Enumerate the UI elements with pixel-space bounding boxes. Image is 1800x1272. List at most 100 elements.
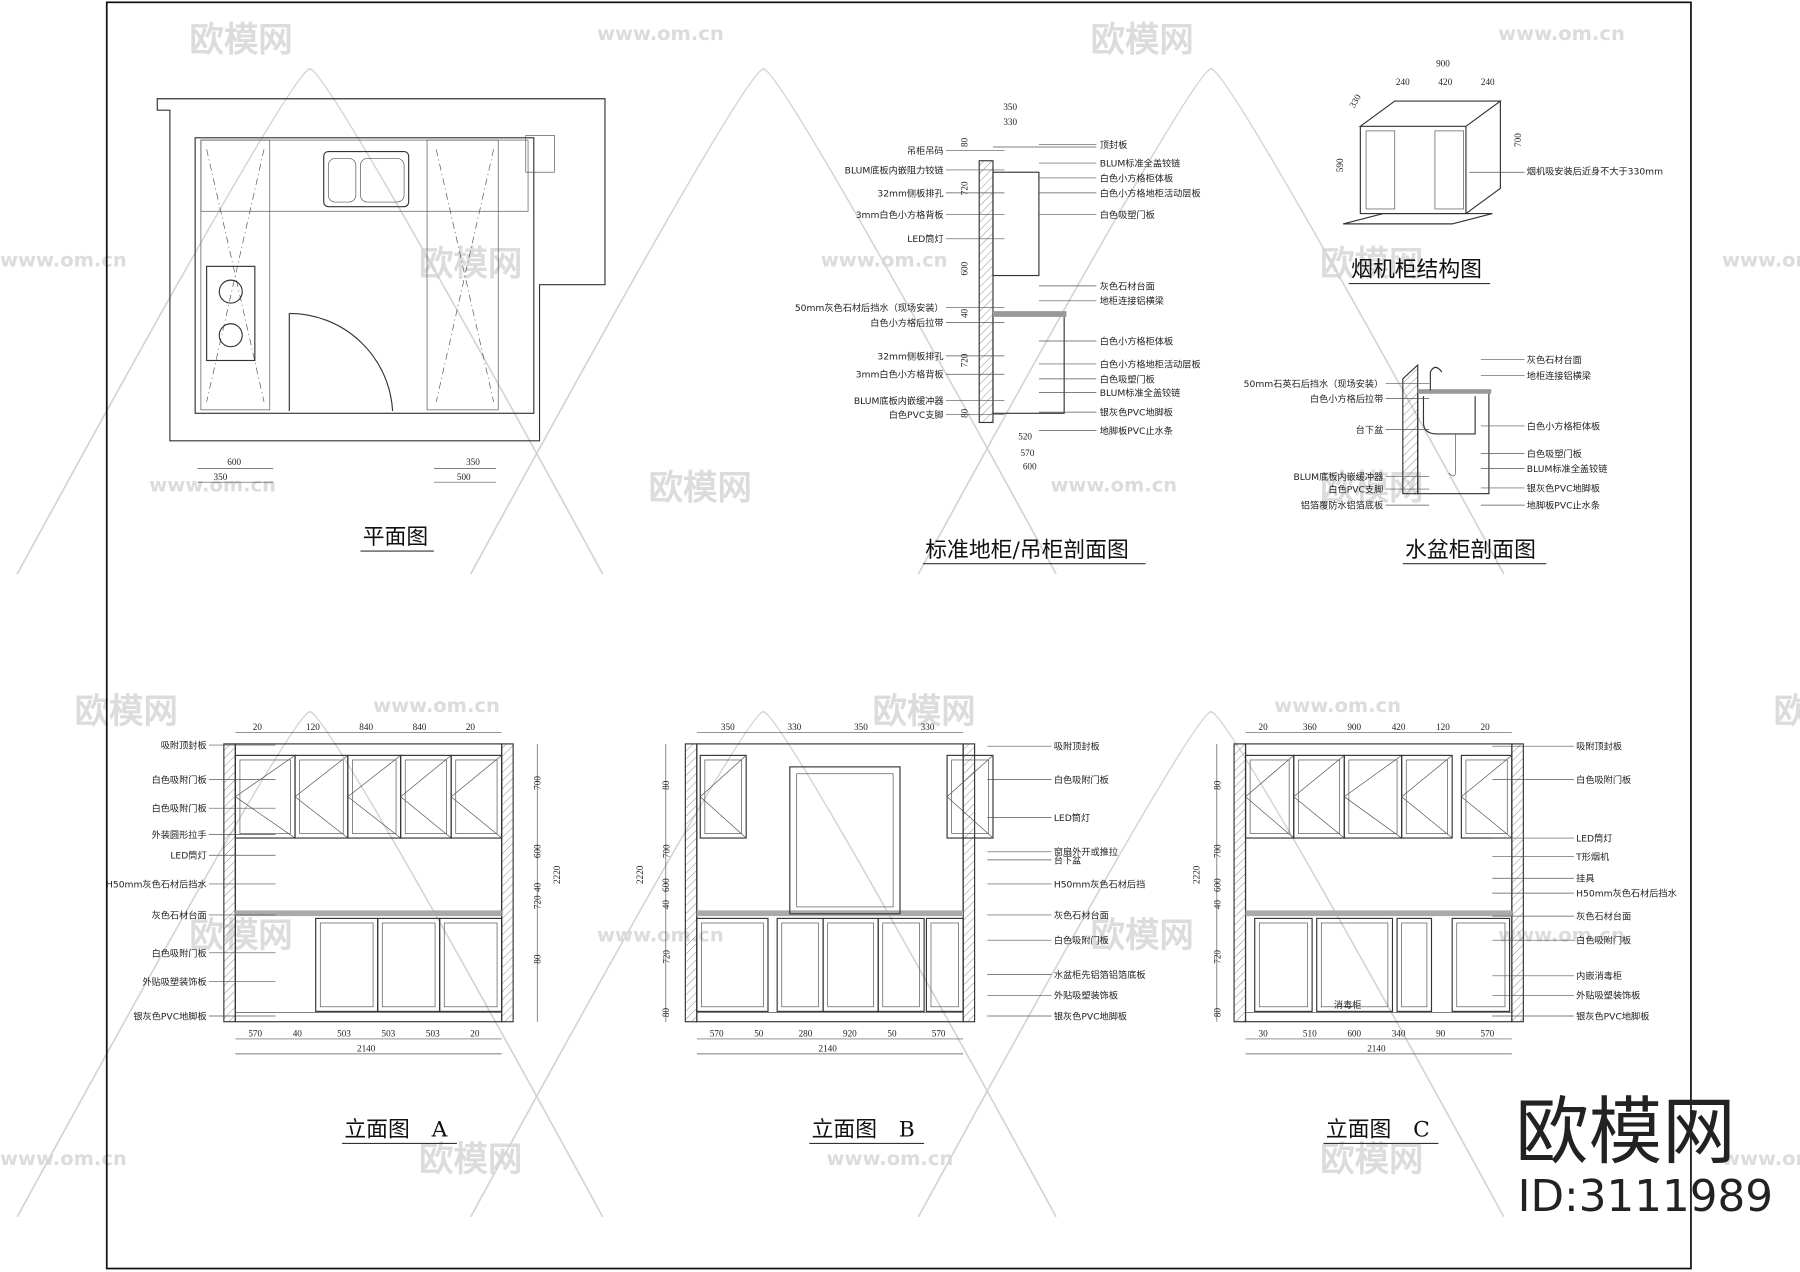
std-section-view: 标准地柜/吊柜剖面图	[922, 146, 1146, 565]
dimension-value: 80	[661, 780, 671, 790]
dimension-value: 360	[1303, 722, 1317, 732]
watermark-url-text: www.om.cn	[821, 248, 948, 271]
plan-title: 平面图	[363, 525, 428, 550]
elevation-c-title: 立面图 C	[1326, 1118, 1430, 1143]
countertop	[1245, 910, 1512, 917]
callout-label: LED筒灯	[1576, 832, 1612, 844]
door-swing	[1401, 755, 1453, 839]
dimension-value: 900	[1347, 722, 1361, 732]
watermark-arc	[469, 68, 1057, 575]
dimension-value: 570	[932, 1029, 946, 1039]
dimension-value: 510	[1303, 1029, 1317, 1039]
watermark-arc	[917, 68, 1505, 575]
dimension-value: 20	[253, 722, 263, 732]
callout-label: 外贴吸塑装饰板	[142, 976, 206, 988]
dimension-value: 570	[710, 1029, 724, 1039]
callout-label: H50mm灰色石材后挡	[1054, 878, 1145, 890]
callout-label: 白色小方格后拉带	[1310, 393, 1383, 405]
callout-label: 白色吸附门板	[152, 947, 207, 959]
mirror-window	[789, 766, 901, 915]
upper-cabinet-door	[1401, 754, 1453, 839]
appliance-label: 消毒柜	[1334, 999, 1362, 1011]
upper-cabinet-door	[1343, 754, 1403, 839]
callout-label: 32mm侧板排孔	[877, 350, 943, 362]
door-panel	[319, 922, 374, 1008]
dimension-value: 280	[799, 1029, 813, 1039]
callout-label: 白色小方格柜体板	[1100, 335, 1173, 347]
dimension-value: 570	[248, 1029, 262, 1039]
callout-label: 50mm石英石后挡水（现场安装）	[1244, 378, 1384, 390]
callout-label: 白色小方格地柜活动层板	[1100, 187, 1201, 199]
dimension-value: 40	[533, 882, 543, 892]
dimension-value: 90	[1436, 1029, 1446, 1039]
callout-label: 银灰色PVC地脚板	[1100, 407, 1173, 419]
watermark-brand-text: 欧模网	[649, 468, 752, 508]
hood-note: 烟机吸安装后近身不大于330mm	[1527, 166, 1663, 178]
callout-label: 台下盆	[1054, 854, 1082, 866]
plan-view: 600 350 350 500 平面图	[156, 98, 606, 552]
callout-label: 3mm白色小方格背板	[856, 209, 944, 221]
dimension-value: 80	[661, 1008, 671, 1018]
upper-cabinet-door	[294, 754, 349, 839]
dimension-value: 840	[359, 722, 373, 732]
callout-label: 50mm灰色石材后挡水（现场安装）	[795, 302, 944, 314]
dimension-value: 330	[1003, 117, 1017, 127]
watermark-brand-text: 欧模网	[75, 692, 178, 732]
door-panel	[455, 759, 498, 834]
callout-label: 3mm白色小方格背板	[856, 369, 944, 381]
base-cabinet-door	[1254, 917, 1313, 1012]
watermark-brand-text: 欧模网	[189, 916, 292, 956]
elevation-frame	[696, 743, 964, 1023]
watermark-url-text: www.om.cn	[1274, 694, 1401, 717]
dimension-value: 720	[533, 895, 543, 909]
callout-label: 地柜连接铝横梁	[1527, 370, 1591, 382]
hood-cabinet-view: 900 240 420 240 330 590 700 烟机吸安装后近身不大于3…	[1335, 59, 1663, 285]
callout-label: 白色小方格地柜活动层板	[1100, 358, 1201, 370]
door-swing	[347, 755, 401, 839]
hood-dim: 330	[1347, 92, 1363, 109]
callout-label: 顶封板	[1100, 139, 1128, 151]
mirror-glass	[796, 773, 894, 908]
callout-label: H50mm灰色石材后挡水	[106, 878, 207, 890]
dimension-value: 570	[1021, 448, 1035, 458]
door-panel	[381, 922, 436, 1008]
wall-hatch	[962, 743, 976, 1023]
callout-label: 水盆柜先铝箔铝箔底板	[1054, 969, 1146, 981]
watermark-url-text: www.om.cn	[149, 473, 276, 496]
door-panel	[1249, 759, 1290, 834]
watermark-arc	[469, 710, 1057, 1218]
watermark-url-text: www.om.cn	[1722, 248, 1800, 271]
callout-label: 白色小方格柜体板	[1100, 172, 1173, 184]
watermark-arc	[16, 710, 604, 1218]
dimension-total: 2140	[1367, 1044, 1386, 1054]
plan-dim: 500	[457, 472, 471, 482]
door-swing	[234, 755, 296, 839]
door-swing	[946, 755, 994, 839]
dimension-value: 700	[661, 844, 671, 858]
dimension-height: 2220	[552, 865, 562, 884]
callout-label: 白色小方格柜体板	[1527, 420, 1600, 432]
dimension-value: 30	[1259, 1029, 1269, 1039]
watermark-url-text: www.om.cn	[597, 923, 724, 946]
door-panel	[930, 922, 959, 1008]
dimension-value: 600	[533, 844, 543, 858]
base-cabinet-door	[1316, 917, 1394, 1012]
callout-label: 白色小方格后拉带	[870, 317, 943, 329]
dimension-value: 50	[754, 1029, 764, 1039]
sink-section-view: 水盆柜剖面图	[1402, 363, 1547, 565]
dimension-value: 80	[533, 954, 543, 964]
callout-label: 白色吸塑门板	[1100, 373, 1155, 385]
watermark-url-text: www.om.cn	[1498, 923, 1625, 946]
dimension-value: 120	[1436, 722, 1450, 732]
dimension-value: 40	[960, 308, 970, 318]
base-cabinet-door	[377, 917, 441, 1012]
door-panel	[781, 922, 819, 1008]
elevation-frame	[1244, 743, 1513, 1023]
elevation-frame	[234, 743, 503, 1023]
dimension-value: 40	[293, 1029, 303, 1039]
callout-label: 挂具	[1576, 873, 1594, 885]
callout-label: BLUM标准全盖铰链	[1100, 157, 1181, 169]
elevation-b-title: 立面图 B	[812, 1118, 915, 1143]
callout-labels: 吊柜吊码BLUM底板内嵌阻力铰链32mm侧板排孔3mm白色小方格背板LED筒灯5…	[106, 102, 1677, 1022]
